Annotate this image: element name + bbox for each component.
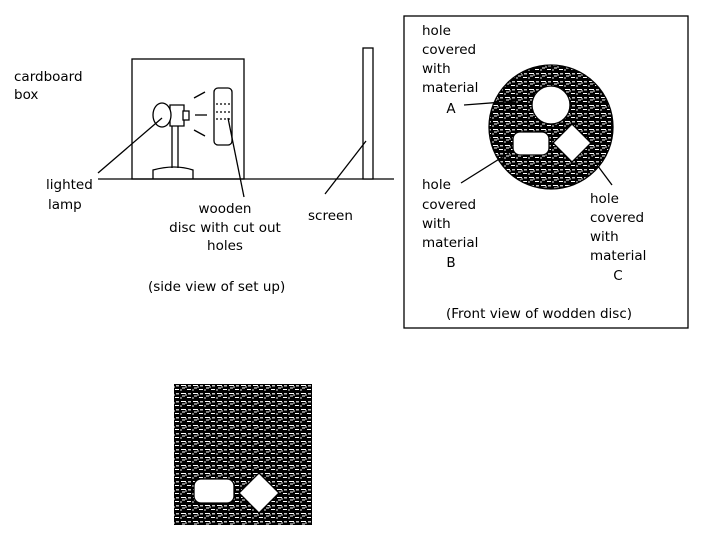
hole-b-label-1: hole <box>422 177 451 193</box>
disc-label-line1: wooden <box>199 201 252 217</box>
screen <box>362 47 374 180</box>
lamp-label-line2: lamp <box>48 197 82 213</box>
hole-a-label-5: A <box>446 101 456 117</box>
front-view-caption: (Front view of wodden disc) <box>446 306 632 322</box>
hole-a-label-2: covered <box>422 42 476 58</box>
lamp-leader <box>97 117 163 174</box>
hole-b-label-2: covered <box>422 197 476 213</box>
hole-a-label-1: hole <box>422 23 451 39</box>
front-view-frame <box>403 15 689 329</box>
hole-b-label-4: material <box>422 235 478 251</box>
side-view <box>97 47 394 198</box>
lamp-icon <box>152 91 207 179</box>
screen-leader <box>324 140 367 195</box>
wooden-disc-side <box>213 87 233 146</box>
box-label-line2: box <box>14 87 38 103</box>
hole-c-leader <box>585 149 613 186</box>
disc-label-line3: holes <box>207 238 243 254</box>
material-closeup <box>174 384 312 525</box>
hole-a-label-3: with <box>422 61 451 77</box>
cardboard-box <box>131 58 245 180</box>
hole-c-label-4: material <box>590 248 646 264</box>
box-label-line1: cardboard <box>14 69 83 85</box>
hole-b-leader <box>460 150 513 184</box>
side-view-caption: (side view of set up) <box>148 279 285 295</box>
disc-label-line2: disc with cut out <box>169 220 281 236</box>
hole-a-leader <box>463 100 517 106</box>
wooden-disc-front <box>488 64 614 190</box>
hole-b-label-3: with <box>422 216 451 232</box>
closeup-hole-b <box>193 478 235 504</box>
hole-b <box>512 131 550 156</box>
hole-b-label-5: B <box>446 255 455 271</box>
hole-c-label-1: hole <box>590 191 619 207</box>
lamp-label-line1: lighted <box>46 177 93 193</box>
hole-c-label-3: with <box>590 229 619 245</box>
front-view-labels: hole covered with material A hole covere… <box>422 23 646 322</box>
hole-c-label-5: C <box>613 268 622 284</box>
closeup-hole-c <box>238 472 280 514</box>
hole-c-label-2: covered <box>590 210 644 226</box>
material-swatch <box>174 384 312 525</box>
disc-leader <box>227 117 245 198</box>
hole-a <box>531 85 571 125</box>
hole-a-label-4: material <box>422 80 478 96</box>
screen-label: screen <box>308 208 353 224</box>
front-view <box>403 15 689 329</box>
hole-c <box>552 123 592 163</box>
side-view-labels: cardboard box lighted lamp wooden disc w… <box>14 69 353 295</box>
